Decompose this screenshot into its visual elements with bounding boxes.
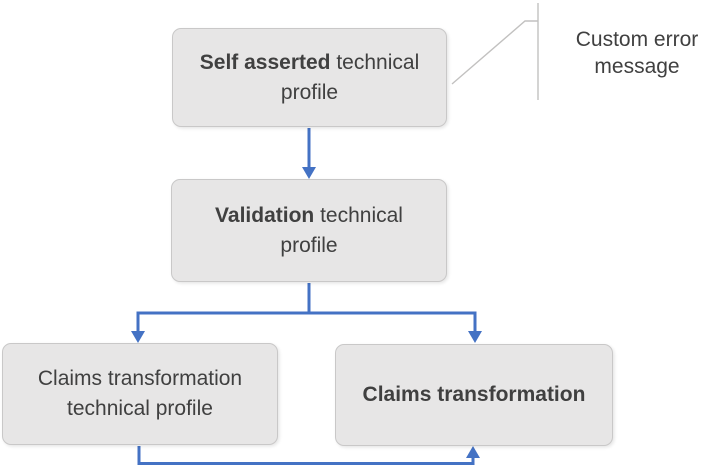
arrowhead-up-icon xyxy=(466,446,480,458)
node-label-bold: Self asserted xyxy=(199,50,331,74)
node-label-bold: Validation xyxy=(215,203,315,227)
arrowhead-down-icon xyxy=(131,331,145,343)
node-claims-transformation: Claims transformation xyxy=(335,344,613,446)
arrowhead-down-icon xyxy=(302,167,316,179)
callout-custom-error-message: Custom error message xyxy=(575,28,699,79)
node-claims-transformation-technical-profile: Claims transformation technical profile xyxy=(2,343,278,445)
node-label: Validation technical profile xyxy=(186,201,432,261)
connector-claimstp-to-claims-line xyxy=(137,446,475,465)
node-self-asserted-technical-profile: Self asserted technical profile xyxy=(172,28,447,127)
node-label-bold: Claims transformation xyxy=(362,383,586,407)
node-label-regular: Claims transformation technical profile xyxy=(37,367,243,420)
node-validation-technical-profile: Validation technical profile xyxy=(171,179,447,282)
node-label-regular: technical profile xyxy=(280,203,403,257)
node-label: Claims transformation technical profile xyxy=(17,364,263,424)
node-label-regular: technical profile xyxy=(280,50,420,104)
node-label: Self asserted technical profile xyxy=(187,48,432,108)
arrowhead-down-icon xyxy=(468,331,482,343)
callout-leader-line xyxy=(451,20,538,85)
node-label: Claims transformation xyxy=(363,380,586,410)
